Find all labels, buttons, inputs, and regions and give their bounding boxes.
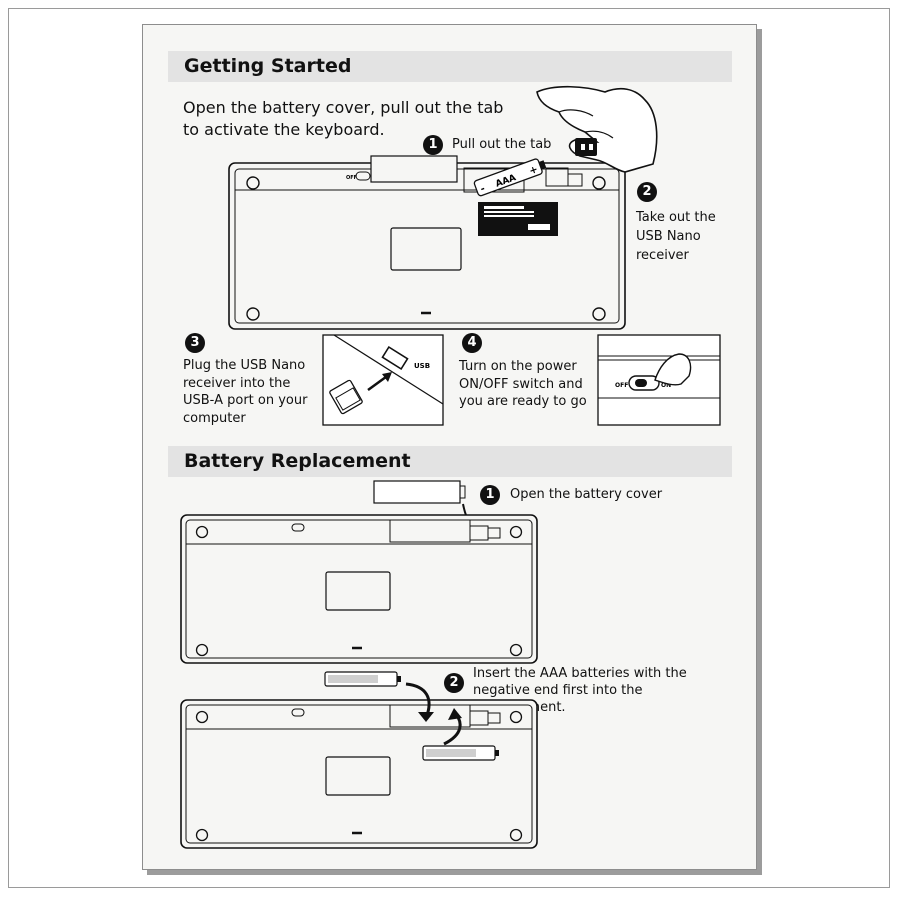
battery-lower-illustration — [422, 745, 499, 761]
keyboard-bottom-illustration: OFF — [228, 155, 626, 330]
battery-upper-illustration — [324, 671, 401, 687]
aaa-battery-illustration: AAA - + — [473, 158, 547, 197]
step-2-text: Take out the USB Nano receiver — [636, 210, 716, 263]
br-step-1-text: Open the battery cover — [510, 487, 663, 502]
step-4-text: Turn on the power ON/OFF switch and you … — [459, 359, 587, 409]
step-1-number: 1 — [423, 135, 443, 155]
usb-label: USB — [414, 362, 430, 370]
power-switch-illustration: OFF ON — [597, 334, 721, 426]
outer-frame — [8, 8, 890, 888]
step-4-number: 4 — [462, 333, 482, 353]
step-3-text: Plug the USB Nano receiver into the USB-… — [183, 358, 308, 426]
br-step-1-number: 1 — [480, 485, 500, 505]
step-2-number: 2 — [637, 182, 657, 202]
section-header-getting-started: Getting Started — [168, 51, 732, 82]
intro-text: Open the battery cover, pull out the tab… — [183, 98, 504, 139]
switch-on-label: ON — [661, 382, 671, 389]
usb-port-illustration: USB — [322, 334, 444, 426]
hand-illustration — [536, 85, 658, 173]
insert-arrows-illustration — [405, 682, 462, 746]
section-title: Getting Started — [184, 55, 352, 77]
keyboard-insert-batteries-illustration — [180, 699, 538, 849]
section-header-battery-replacement: Battery Replacement — [168, 446, 732, 477]
br-step-2-number: 2 — [444, 673, 464, 693]
section-title: Battery Replacement — [184, 450, 411, 472]
svg-text:OFF: OFF — [346, 175, 357, 181]
svg-text:+: + — [528, 164, 540, 177]
step-3-number: 3 — [185, 333, 205, 353]
step-1-text: Pull out the tab — [452, 137, 552, 152]
keyboard-open-cover-illustration — [180, 514, 538, 664]
switch-off-label: OFF — [615, 382, 628, 389]
svg-text:-: - — [479, 183, 487, 195]
